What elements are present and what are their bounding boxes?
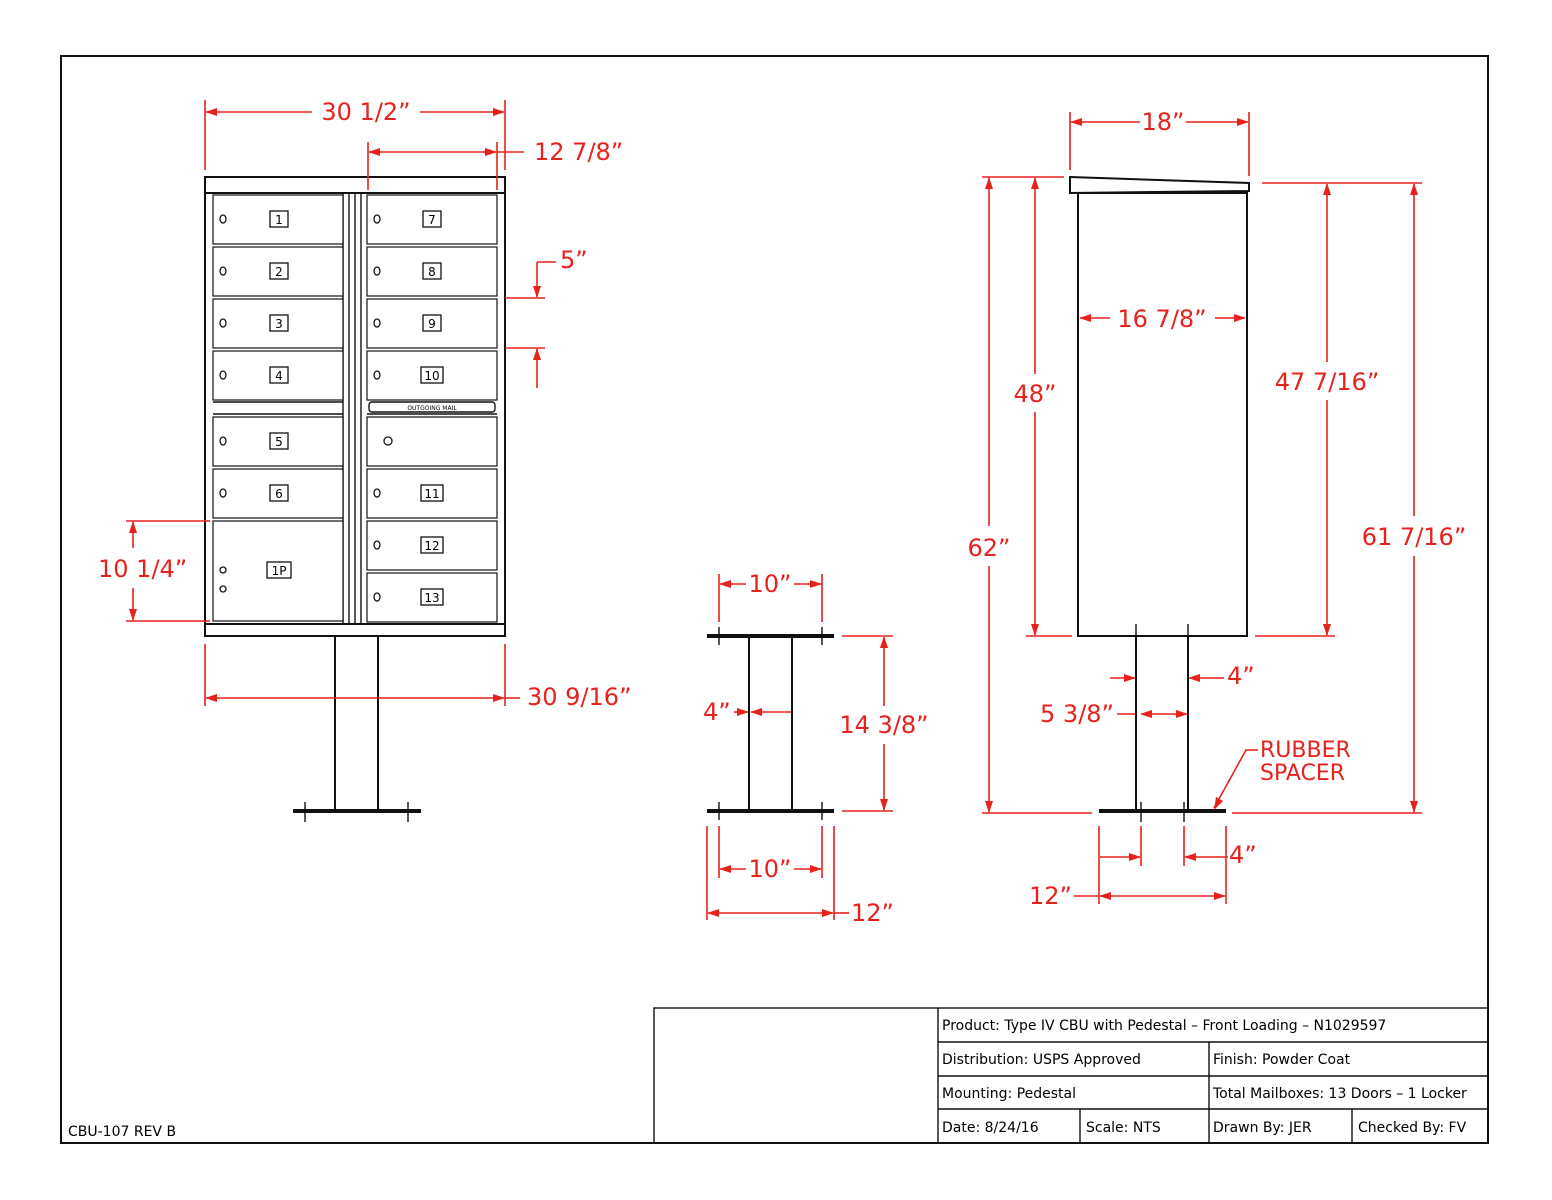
- outgoing-mail-slot[interactable]: [368, 401, 496, 413]
- door-number: 8: [428, 265, 436, 279]
- dim-locker-height: 10 1/4”: [98, 555, 187, 583]
- door-number: 13: [424, 591, 439, 605]
- dim-body-height-rear: 47 7/16”: [1275, 368, 1380, 396]
- front-view: OUTGOING MAIL 1 2 3: [98, 98, 632, 822]
- door-number: 10: [424, 369, 439, 383]
- drawing-code: CBU-107 REV B: [68, 1124, 176, 1140]
- outgoing-mail-label: OUTGOING MAIL: [407, 405, 457, 412]
- left-door-column: [212, 194, 344, 622]
- checked-by-field: Checked By: FV: [1358, 1120, 1467, 1136]
- dim-side-depth: 18”: [1142, 108, 1185, 136]
- dim-post-spacing: 5 3/8”: [1040, 700, 1114, 728]
- side-body: [1077, 192, 1248, 637]
- dim-overall-height: 62”: [968, 534, 1011, 562]
- front-top-cap: [204, 176, 506, 194]
- locker-1p[interactable]: [212, 520, 344, 622]
- door-11[interactable]: [366, 468, 498, 519]
- door-numbers: 1 2 3 4 5 6 1P 7 8 9 10 11 12 13: [272, 213, 440, 605]
- door-number: 7: [428, 213, 436, 227]
- outgoing-mail-door[interactable]: [366, 416, 498, 467]
- door-number: 3: [275, 317, 283, 331]
- door-number: 12: [424, 539, 439, 553]
- dim-inner-depth: 16 7/8”: [1117, 305, 1206, 333]
- title-block-text: Product: Type IV CBU with Pedestal – Fro…: [942, 1018, 1467, 1136]
- dim-pedestal-base: 12”: [851, 899, 894, 927]
- door-number: 4: [275, 369, 283, 383]
- rubber-spacer-label: SPACER: [1260, 761, 1345, 786]
- door-number-boxes: [266, 210, 444, 606]
- door-number: 1: [275, 213, 283, 227]
- dim-post-width: 4”: [703, 698, 731, 726]
- dim-top-width: 10”: [749, 570, 792, 598]
- total-mailboxes-field: Total Mailboxes: 13 Doors – 1 Locker: [1212, 1086, 1467, 1102]
- scale-field: Scale: NTS: [1086, 1120, 1161, 1136]
- side-roof: [1069, 175, 1250, 195]
- door-number: 9: [428, 317, 436, 331]
- door-number: 5: [275, 435, 283, 449]
- dim-post-side: 4”: [1227, 662, 1255, 690]
- dim-body-height: 48”: [1014, 380, 1057, 408]
- dim-half-width: 12 7/8”: [534, 138, 623, 166]
- door-number: 2: [275, 265, 283, 279]
- pedestal-dimensions: 10” 4” 14 3/8” 10” 12”: [703, 570, 929, 927]
- locker-number: 1P: [272, 564, 287, 578]
- front-bottom-rail: [204, 623, 506, 637]
- distribution-field: Distribution: USPS Approved: [942, 1052, 1141, 1068]
- date-field: Date: 8/24/16: [942, 1120, 1039, 1136]
- rubber-spacer-label: RUBBER: [1260, 738, 1351, 763]
- drawn-by-field: Drawn By: JER: [1213, 1120, 1312, 1136]
- dim-base-width: 30 9/16”: [527, 683, 632, 711]
- side-view: 18” 16 7/8” 48” 62” 47 7/16” 61 7/16”: [968, 108, 1467, 910]
- door-number: 11: [424, 487, 439, 501]
- dim-pedestal-height: 14 3/8”: [839, 711, 928, 739]
- dim-side-base-width: 12”: [1029, 882, 1072, 910]
- dim-base-side: 4”: [1229, 841, 1257, 869]
- dim-bottom-width: 10”: [749, 855, 792, 883]
- dim-overall-height-rear: 61 7/16”: [1362, 523, 1467, 551]
- product-field: Product: Type IV CBU with Pedestal – Fro…: [942, 1018, 1386, 1034]
- mounting-field: Mounting: Pedestal: [942, 1086, 1076, 1102]
- door-number: 6: [275, 487, 283, 501]
- dim-door-height: 5”: [560, 246, 588, 274]
- side-dimensions: 18” 16 7/8” 48” 62” 47 7/16” 61 7/16”: [968, 108, 1467, 910]
- door-locks: [219, 214, 393, 602]
- finish-field: Finish: Powder Coat: [1213, 1052, 1351, 1068]
- pedestal-view: 10” 4” 14 3/8” 10” 12”: [703, 570, 929, 927]
- front-dimensions: 30 1/2” 12 7/8” 5” 10 1/4” 30 9/16”: [98, 98, 632, 711]
- dim-overall-width: 30 1/2”: [321, 98, 410, 126]
- title-block: [653, 1007, 1489, 1144]
